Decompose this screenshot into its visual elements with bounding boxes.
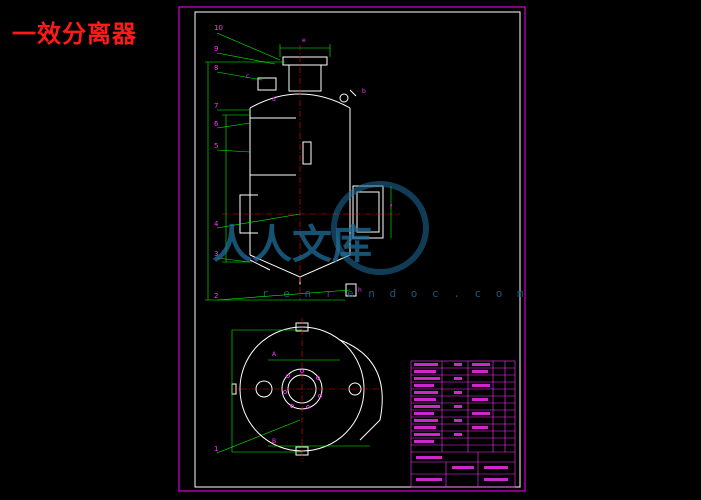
mark-b: b bbox=[362, 88, 366, 95]
mark-h: h bbox=[358, 287, 362, 294]
title-block bbox=[410, 360, 516, 488]
mark-B: B bbox=[272, 438, 276, 445]
drawing-title: 一效分离器 bbox=[12, 20, 137, 48]
callout-4: 4 bbox=[214, 220, 219, 228]
callout-7: 7 bbox=[214, 102, 218, 110]
top-flange bbox=[282, 56, 328, 66]
callout-9: 9 bbox=[214, 45, 218, 53]
mark-A: A bbox=[272, 351, 277, 358]
mark-f: f bbox=[390, 204, 393, 211]
watermark-url: r e n r e n d o c . c o m bbox=[262, 287, 528, 300]
callout-1: 1 bbox=[214, 445, 218, 453]
callout-2: 2 bbox=[214, 292, 218, 300]
callout-5: 5 bbox=[214, 142, 218, 150]
inner-frame bbox=[194, 11, 521, 488]
watermark-text: 人人文库 bbox=[212, 222, 372, 268]
callout-6: 6 bbox=[214, 120, 219, 128]
callout-labels: 10 9 8 7 6 5 4 3 2 1 bbox=[214, 24, 223, 453]
callout-3: 3 bbox=[214, 250, 218, 258]
front-centerlines bbox=[222, 45, 400, 300]
front-dimensions bbox=[205, 44, 392, 301]
plan-dimensions bbox=[231, 329, 370, 453]
callout-8: 8 bbox=[214, 64, 218, 72]
internal-baffle bbox=[302, 141, 312, 165]
plan-centerlines bbox=[230, 318, 380, 462]
callout-10: 10 bbox=[214, 24, 223, 32]
mark-e: e bbox=[302, 37, 306, 44]
tangential-inlet bbox=[339, 339, 383, 441]
outer-frame bbox=[178, 6, 526, 492]
callout-leaders bbox=[216, 32, 351, 454]
watermark: 人人文库 r e n r e n d o c . c o m bbox=[212, 181, 528, 300]
mark-c: c bbox=[246, 73, 249, 80]
mark-d: d bbox=[272, 96, 276, 103]
